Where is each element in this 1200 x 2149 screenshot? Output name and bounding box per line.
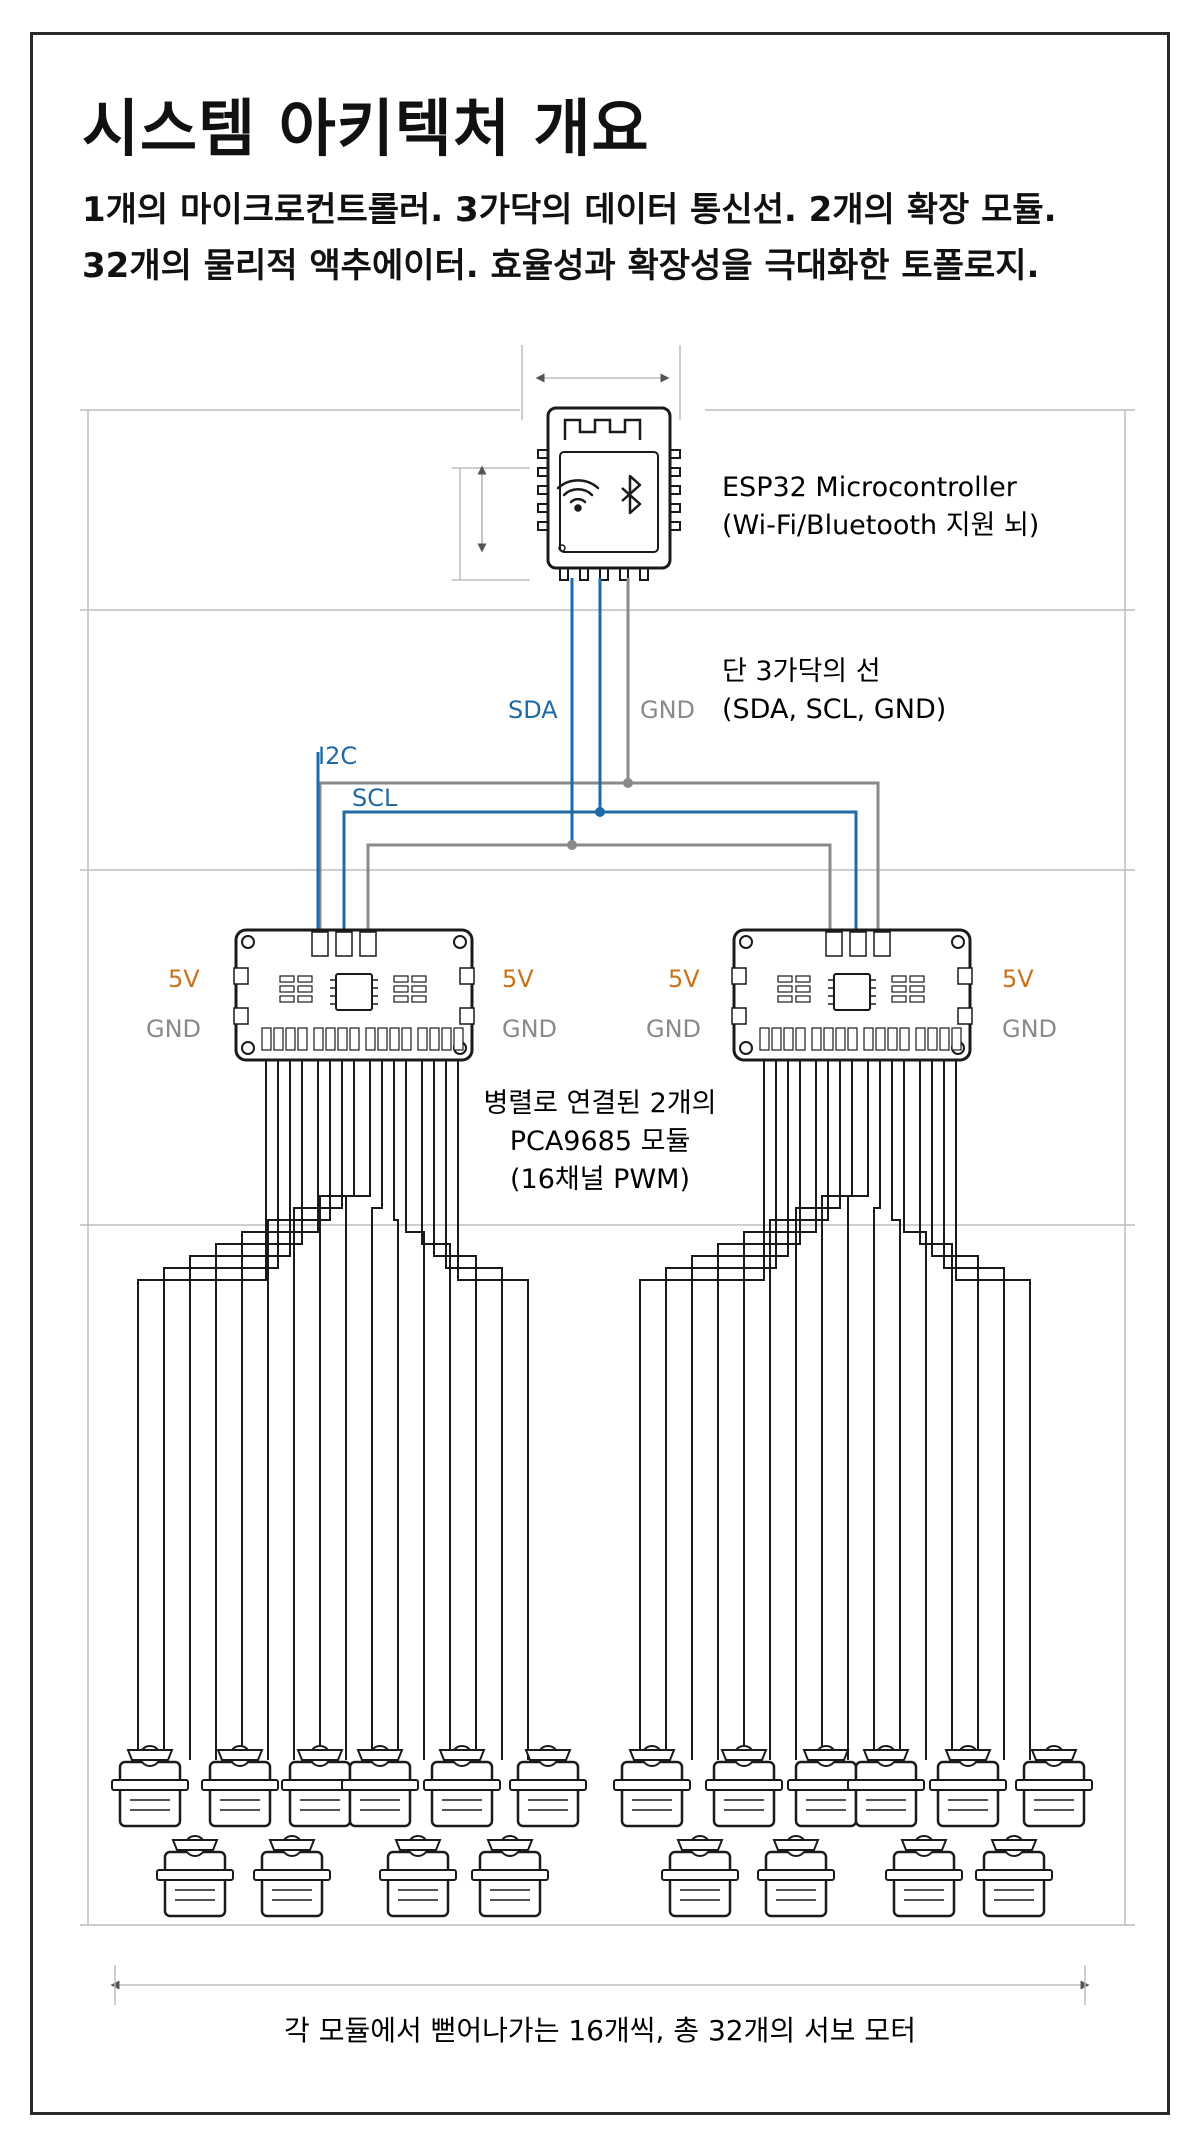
servo-signal-wire: [873, 1060, 881, 1760]
servo-motor: [787, 1745, 865, 1828]
servo-signal-wire: [821, 1060, 853, 1760]
mcu-name: ESP32 Microcontroller: [722, 472, 1018, 503]
gnd-wire-label: GND: [640, 696, 695, 724]
page-frame: [30, 32, 1170, 2115]
right-pca9685-module: [731, 928, 973, 1062]
sda-label: SDA: [508, 696, 558, 724]
servo-signal-wire: [215, 1060, 303, 1760]
wire-junctions: [567, 778, 633, 850]
servo-signal-wire: [903, 1060, 927, 1760]
servo-signal-wire: [847, 1060, 869, 1760]
servo-motor: [975, 1835, 1053, 1918]
subtitle-line-2: 32개의 물리적 액추에이터. 효율성과 확장성을 극대화한 토폴로지.: [82, 246, 1040, 286]
left-pca9685-module: [233, 928, 475, 1062]
left-module-gnd-label-right: GND: [502, 1015, 557, 1043]
servo-motor: [847, 1745, 925, 1828]
scl-label: SCL: [352, 784, 398, 812]
servo-signal-wire: [421, 1060, 451, 1760]
right-module-gnd-label-left: GND: [646, 1015, 701, 1043]
dimension-guides: [80, 345, 1135, 2005]
i2c-label: I2C: [318, 742, 357, 770]
esp32-chip: [537, 406, 681, 581]
servo-motor: [929, 1745, 1007, 1828]
servo-signal-wire: [293, 1060, 343, 1760]
servo-signal-wire: [267, 1060, 331, 1760]
servo-signal-wire: [691, 1060, 789, 1760]
i2c-wires: [316, 578, 880, 935]
servo-motor: [509, 1745, 587, 1828]
servo-motor: [885, 1835, 963, 1918]
servo-signal-wire: [189, 1060, 291, 1760]
servo-signal-wire: [345, 1060, 371, 1760]
right-module-5v-label-right: 5V: [1002, 965, 1034, 993]
servo-motor: [613, 1745, 691, 1828]
servo-motor: [423, 1745, 501, 1828]
servo-signal-wire: [163, 1060, 279, 1760]
servo-signal-wire: [371, 1060, 383, 1760]
servo-motor: [341, 1745, 419, 1828]
wire-note-line-1: 단 3가닥의 선: [722, 656, 881, 687]
servo-signal-wire: [743, 1060, 817, 1760]
servo-signal-wire: [137, 1060, 267, 1760]
bluetooth-icon: [621, 474, 642, 515]
wifi-icon: [556, 479, 600, 512]
servo-signal-wire: [241, 1060, 319, 1760]
wire-note-line-2: (SDA, SCL, GND): [722, 694, 946, 725]
module-note: 병렬로 연결된 2개의 PCA9685 모듈 (16채널 PWM): [483, 1088, 716, 1195]
servo-signal-wire: [943, 1060, 1005, 1760]
right-module-gnd-label-right: GND: [1002, 1015, 1057, 1043]
servo-signal-wire: [639, 1060, 765, 1760]
module-note-line-2: PCA9685 모듈: [510, 1126, 691, 1157]
servo-motor: [1015, 1745, 1093, 1828]
servo-motor: [111, 1745, 189, 1828]
servo-signal-wire: [955, 1060, 1031, 1760]
servo-signal-wire: [665, 1060, 777, 1760]
page-title: 시스템 아키텍처 개요: [82, 92, 650, 165]
subtitle-line-1: 1개의 마이크로컨트롤러. 3가닥의 데이터 통신선. 2개의 확장 모듈.: [82, 190, 1057, 230]
servo-signal-wire: [769, 1060, 829, 1760]
module-side-labels: 5V 5V GND GND 5V 5V GND GND: [146, 965, 1057, 1043]
servo-motor: [661, 1835, 739, 1918]
right-module-5v-label-left: 5V: [668, 965, 700, 993]
mcu-desc: (Wi-Fi/Bluetooth 지원 뇌): [722, 510, 1039, 541]
left-module-5v-label-left: 5V: [168, 965, 200, 993]
servo-motor: [156, 1835, 234, 1918]
servo-signal-wire: [319, 1060, 355, 1760]
servo-motor: [201, 1745, 279, 1828]
left-module-5v-label-right: 5V: [502, 965, 534, 993]
servo-motor: [253, 1835, 331, 1918]
left-module-gnd-label-left: GND: [146, 1015, 201, 1043]
servo-motor: [281, 1745, 359, 1828]
servo-motor: [757, 1835, 835, 1918]
module-note-line-3: (16채널 PWM): [510, 1164, 690, 1195]
servo-signal-wire: [405, 1060, 425, 1760]
servo-signal-wire: [393, 1060, 399, 1760]
servo-motor: [379, 1835, 457, 1918]
servo-motor: [705, 1745, 783, 1828]
module-note-line-1: 병렬로 연결된 2개의: [483, 1088, 716, 1119]
servo-signal-wire: [919, 1060, 953, 1760]
servo-signal-wire: [457, 1060, 529, 1760]
servo-signal-wire: [445, 1060, 503, 1760]
servo-signal-wire: [717, 1060, 801, 1760]
servo-signal-wire: [891, 1060, 901, 1760]
servo-signal-wire: [433, 1060, 477, 1760]
servo-caption: 각 모듈에서 뻗어나가는 16개씩, 총 32개의 서보 모터: [284, 2014, 916, 2047]
servo-motor: [471, 1835, 549, 1918]
servo-signal-wire: [795, 1060, 841, 1760]
